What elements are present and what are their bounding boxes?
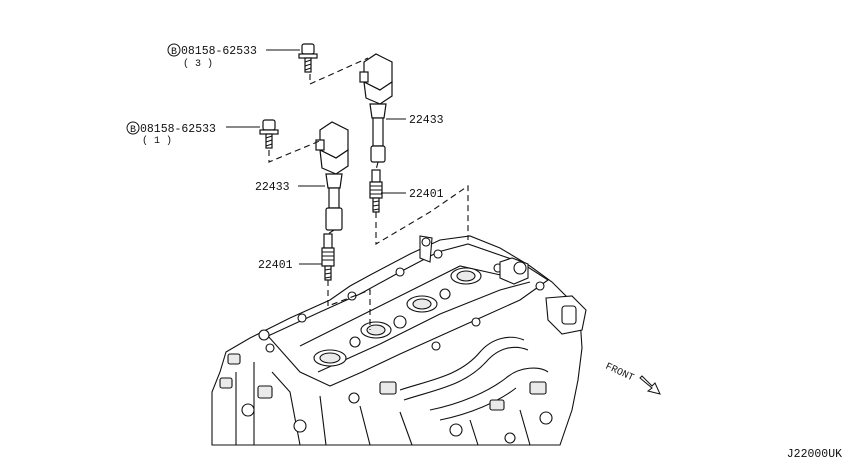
spark-plug-left — [321, 233, 335, 281]
front-arrow-icon — [639, 375, 661, 395]
callout-bolt-lower: B 08158-62533 ( 1 ) — [126, 121, 216, 147]
leader-lines — [226, 49, 406, 265]
ignition-coil-left — [315, 121, 349, 231]
front-direction-indicator: FRONT — [603, 362, 661, 395]
b-marker-icon — [167, 43, 181, 57]
diagram-code: J22000UK — [787, 448, 842, 461]
bolt-upper-quantity: ( 3 ) — [183, 58, 213, 70]
front-label: FRONT — [603, 362, 635, 385]
b-marker-letter: B — [130, 125, 136, 136]
spark-plug-right — [369, 169, 383, 213]
plug-left-part-number: 22401 — [258, 259, 293, 272]
coil-right-part-number: 22433 — [409, 114, 444, 127]
engine-head-illustration — [211, 235, 587, 446]
plug-right-part-number: 22401 — [409, 188, 444, 201]
callout-bolt-upper: B 08158-62533 ( 3 ) — [167, 43, 257, 70]
coil-bolt-lower — [259, 119, 279, 149]
ignition-coil-right — [359, 53, 393, 163]
coil-bolt-upper — [298, 43, 318, 73]
bolt-lower-quantity: ( 1 ) — [142, 135, 172, 147]
b-marker-letter: B — [171, 47, 177, 58]
assembly-guide-lines — [268, 57, 469, 330]
b-marker-icon — [126, 121, 140, 135]
bolt-upper-part-number: 08158-62533 — [181, 45, 257, 58]
coil-left-part-number: 22433 — [255, 181, 290, 194]
bolt-lower-part-number: 08158-62533 — [140, 123, 216, 136]
